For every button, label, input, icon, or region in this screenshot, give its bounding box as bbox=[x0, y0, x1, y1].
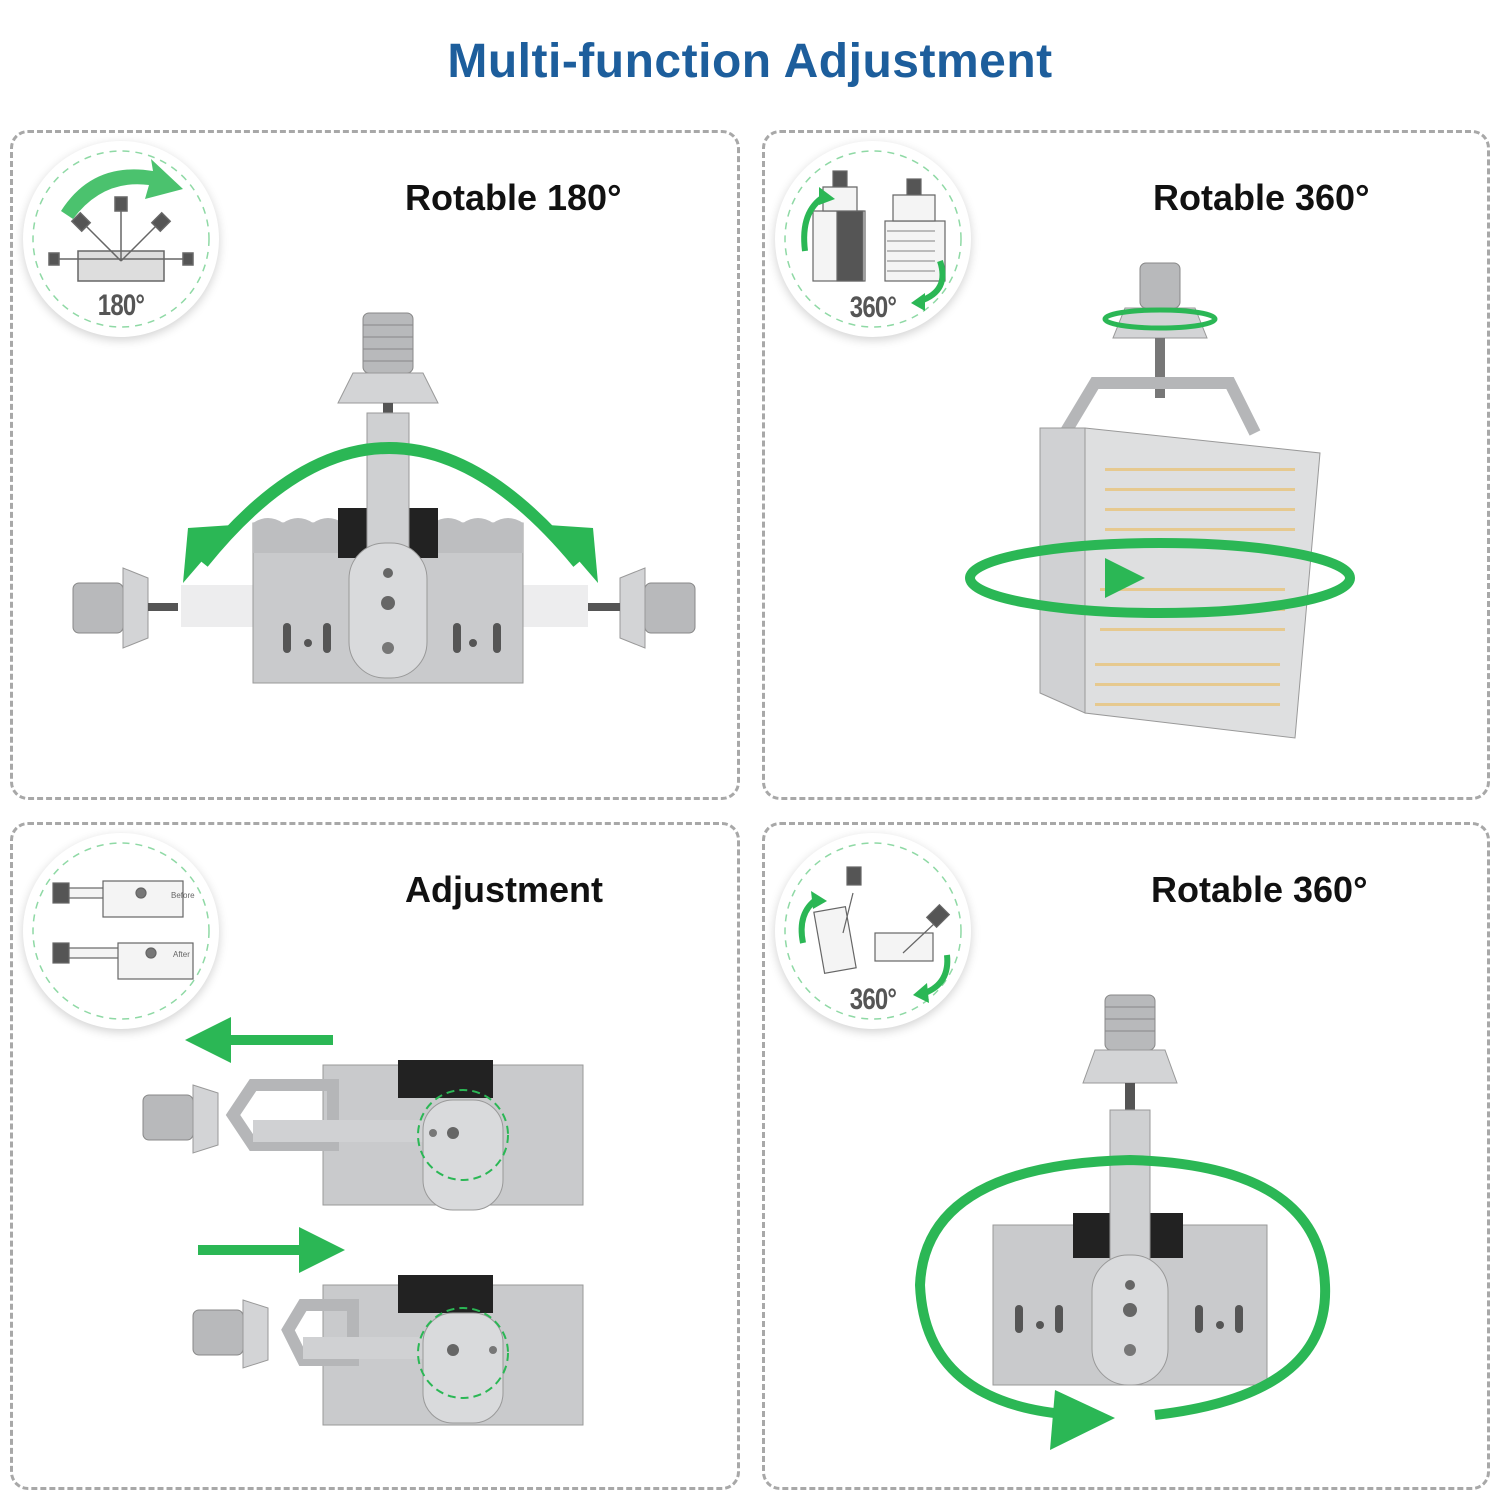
rotate-360-vertical-diagram-icon bbox=[784, 150, 962, 328]
badge-after-label: After bbox=[173, 950, 190, 959]
badge-adjustment: Before After bbox=[23, 833, 219, 1029]
rotate-360-arrow-icon bbox=[965, 538, 1355, 618]
rotate-180-diagram-icon bbox=[32, 150, 210, 328]
panel-label: Adjustment bbox=[405, 869, 603, 910]
badge-rotate-360: 360° bbox=[775, 833, 971, 1029]
panel-rotable-180: 180° Rotable 180° bbox=[10, 130, 740, 800]
lamp-spinning-horizontally-illustration bbox=[965, 262, 1355, 739]
arrow-right-icon bbox=[198, 1227, 345, 1273]
badge-degree-label: 360° bbox=[849, 983, 897, 1016]
badge-degree-label: 360° bbox=[849, 291, 897, 324]
panel-label: Rotable 360° bbox=[1153, 177, 1370, 218]
panel-label: Rotable 360° bbox=[1151, 869, 1368, 910]
lamp-after-adjustment bbox=[192, 1275, 584, 1426]
rotate-360-arrow-icon bbox=[914, 1154, 1331, 1450]
bracket-adjustment-diagram-icon: Before After bbox=[32, 842, 210, 1020]
lamp-rotating-180-illustration bbox=[72, 312, 696, 684]
arrow-left-icon bbox=[185, 1017, 333, 1063]
page-title: Multi-function Adjustment bbox=[447, 35, 1053, 88]
e-socket-top bbox=[337, 312, 439, 428]
e-socket-right bbox=[588, 567, 696, 649]
panel-rotable-360-horizontal: 360° Rotable 360° bbox=[762, 130, 1490, 800]
badge-degree-label: 180° bbox=[97, 289, 145, 322]
panel-label: Rotable 180° bbox=[405, 177, 622, 218]
panel-rotable-360-tilt: 360° Rotable 360° bbox=[762, 822, 1490, 1490]
bracket-slide-adjustment-illustration bbox=[142, 1017, 584, 1426]
badge-before-label: Before bbox=[171, 891, 195, 900]
lamp-before-adjustment bbox=[142, 1060, 584, 1211]
badge-rotate-360: 360° bbox=[775, 141, 971, 337]
rotate-180-arrow-icon bbox=[183, 442, 598, 583]
lamp-tilting-360-illustration bbox=[914, 994, 1331, 1450]
panel-adjustment: Before After Adjustment bbox=[10, 822, 740, 1490]
e-socket-left bbox=[72, 567, 178, 649]
rotate-360-tilt-diagram-icon bbox=[784, 842, 962, 1020]
badge-rotate-180: 180° bbox=[23, 141, 219, 337]
